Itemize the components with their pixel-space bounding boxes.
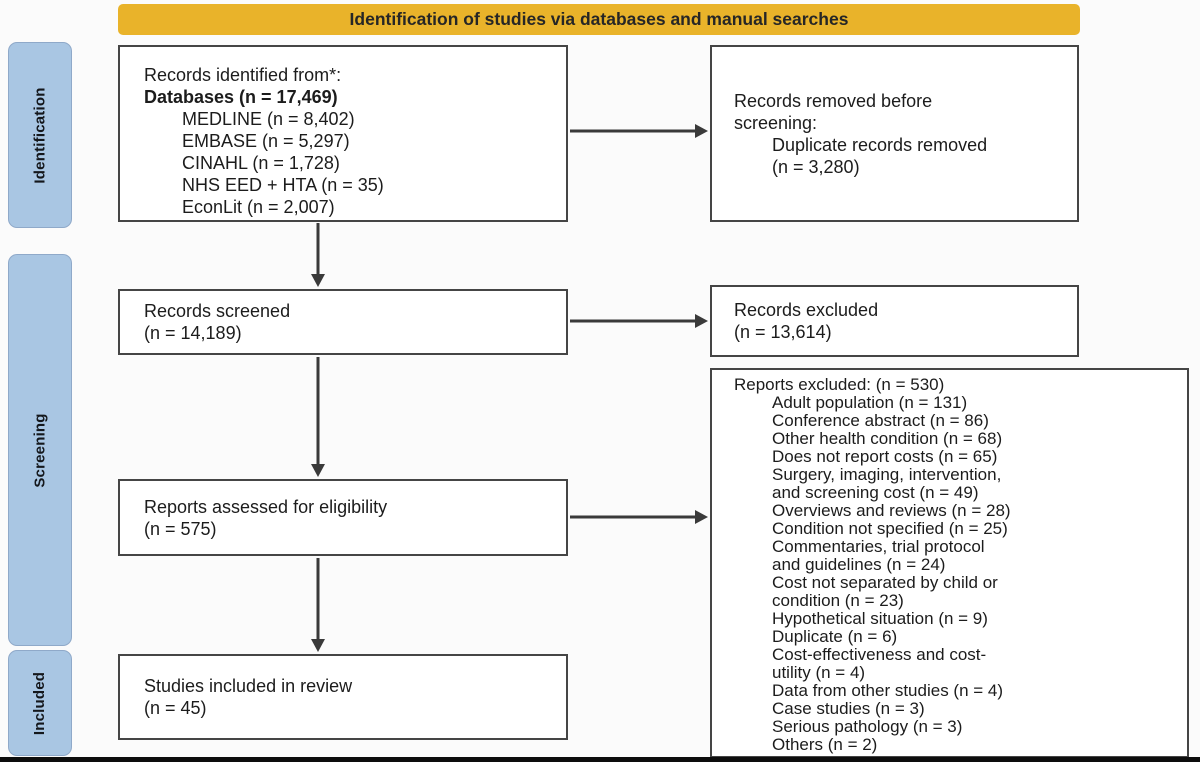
excluded-reason-item: Others (n = 2) <box>772 735 878 754</box>
reports-excluded-box: Reports excluded: (n = 530) Adult popula… <box>710 368 1189 758</box>
database-sources: MEDLINE (n = 8,402) EMBASE (n = 5,297) C… <box>182 109 384 217</box>
excluded-reason-item: Condition not specified (n = 25) <box>772 519 1008 538</box>
excluded-reason-item: Cost not separated by child or condition… <box>772 573 998 610</box>
excluded-reason-item: Adult population (n = 131) <box>772 393 968 412</box>
reports-assessed-text: Reports assessed for eligibility (n = 57… <box>144 496 388 539</box>
excluded-reason-item: Surgery, imaging, intervention, and scre… <box>772 465 1002 502</box>
stage-label-included-text: Included <box>31 671 49 735</box>
studies-included-box: Studies included in review (n = 45) <box>118 654 568 740</box>
records-screened-text: Records screened (n = 14,189) <box>144 301 291 343</box>
records-identified-intro: Records identified from*: <box>144 65 342 85</box>
reports-excluded-heading: Reports excluded: (n = 530) <box>734 375 945 394</box>
stage-label-identification-text: Identification <box>31 86 49 184</box>
records-identified-box: Records identified from*: Databases (n =… <box>118 45 568 222</box>
excluded-reason-item: Overviews and reviews (n = 28) <box>772 501 1011 520</box>
excluded-reason-item: Case studies (n = 3) <box>772 699 925 718</box>
records-removed-detail: Duplicate records removed (n = 3,280) <box>772 134 988 177</box>
records-screened-box: Records screened (n = 14,189) <box>118 289 568 355</box>
records-removed-box: Records removed before screening: Duplic… <box>710 45 1079 222</box>
reports-assessed-box: Reports assessed for eligibility (n = 57… <box>118 479 568 556</box>
excluded-reason-item: Hypothetical situation (n = 9) <box>772 609 988 628</box>
stage-label-screening: Screening <box>8 254 72 646</box>
excluded-reason-item: Conference abstract (n = 86) <box>772 411 989 430</box>
excluded-reason-item: Duplicate (n = 6) <box>772 627 898 646</box>
stage-label-screening-text: Screening <box>31 412 49 488</box>
excluded-reason-item: Serious pathology (n = 3) <box>772 717 963 736</box>
excluded-reason-item: Does not report costs (n = 65) <box>772 447 998 466</box>
excluded-reason-item: Other health condition (n = 68) <box>772 429 1003 448</box>
stage-label-identification: Identification <box>8 42 72 228</box>
banner: Identification of studies via databases … <box>118 4 1080 35</box>
databases-total: Databases (n = 17,469) <box>144 87 338 107</box>
records-excluded-box: Records excluded (n = 13,614) <box>710 285 1079 357</box>
banner-title: Identification of studies via databases … <box>349 9 849 29</box>
studies-included-text: Studies included in review (n = 45) <box>144 676 353 718</box>
records-removed-heading: Records removed before screening: <box>734 90 933 133</box>
stage-label-included: Included <box>8 650 72 756</box>
excluded-reason-item: Commentaries, trial protocol and guideli… <box>772 537 985 574</box>
bottom-border <box>0 757 1200 762</box>
excluded-reasons-list: Adult population (n = 131)Conference abs… <box>734 394 1179 754</box>
records-excluded-text: Records excluded (n = 13,614) <box>734 300 879 342</box>
excluded-reason-item: Data from other studies (n = 4) <box>772 681 1004 700</box>
excluded-reason-item: Cost-effectiveness and cost- utility (n … <box>772 645 987 682</box>
